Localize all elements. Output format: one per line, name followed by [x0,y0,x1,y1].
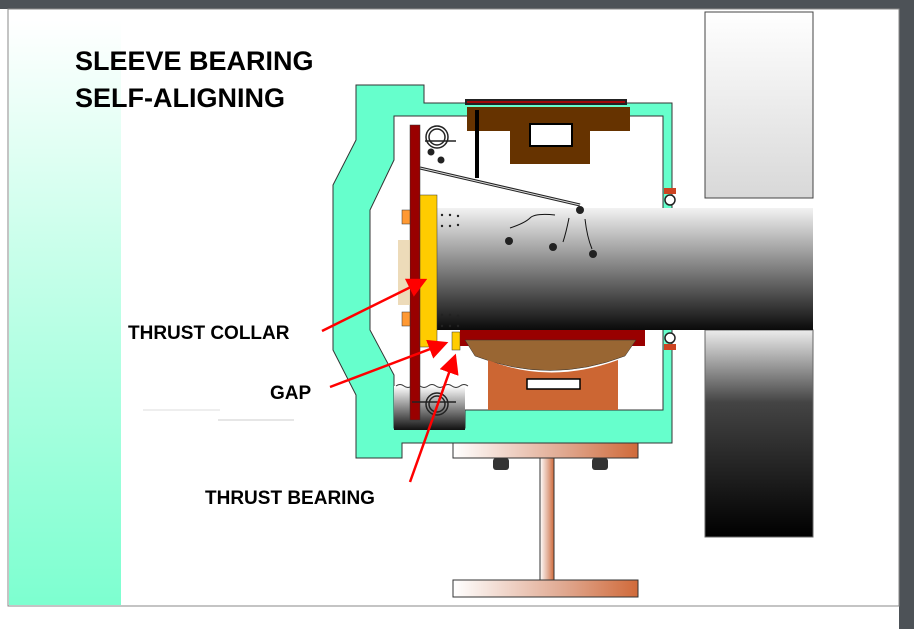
oil-streaks [509,213,593,250]
base-top-flange [452,442,639,459]
label-thrust-collar: THRUST COLLAR [128,323,290,344]
lower-bearing-window [526,378,581,390]
slide-title-line2: SELF-ALIGNING [75,83,285,113]
shaft [432,208,813,330]
window-frame-top [0,0,914,9]
machine-wall-lower [704,329,814,538]
arrow-thrust-bearing [408,353,459,483]
base-bottom-flange [452,579,639,598]
thrust-bearing [451,331,461,351]
thrust-pad-lower [401,311,411,327]
upper-bearing-window [529,123,573,147]
mint-gradient-strip [9,20,121,605]
label-gap: GAP [270,383,312,404]
thrust-shim [398,240,410,305]
oil-drops [427,148,597,258]
oil-ring-guide [475,110,479,178]
seal-upper [664,188,676,206]
label-thrust-bearing: THRUST BEARING [205,488,375,509]
oil-ring-upper [425,125,456,149]
thrust-plate [409,124,421,421]
oil-dots [440,213,460,328]
oil-feed-pipe-inner [419,167,581,206]
thrust-pad-upper [401,209,411,225]
machine-wall-upper [704,11,814,199]
bolt-left [493,458,509,470]
bolt-right [592,458,608,470]
thrust-collar [419,194,438,348]
oil-surface [395,384,469,388]
slide-title-line1: SLEEVE BEARING [75,46,314,76]
arrow-gap [329,339,449,389]
lower-bearing-shell [464,339,637,371]
arrow-thrust-collar [321,278,428,333]
window-scrollbar[interactable] [899,0,914,629]
base-web [539,457,555,581]
oil-ring-lower [412,392,456,416]
seal-lower [664,332,676,350]
